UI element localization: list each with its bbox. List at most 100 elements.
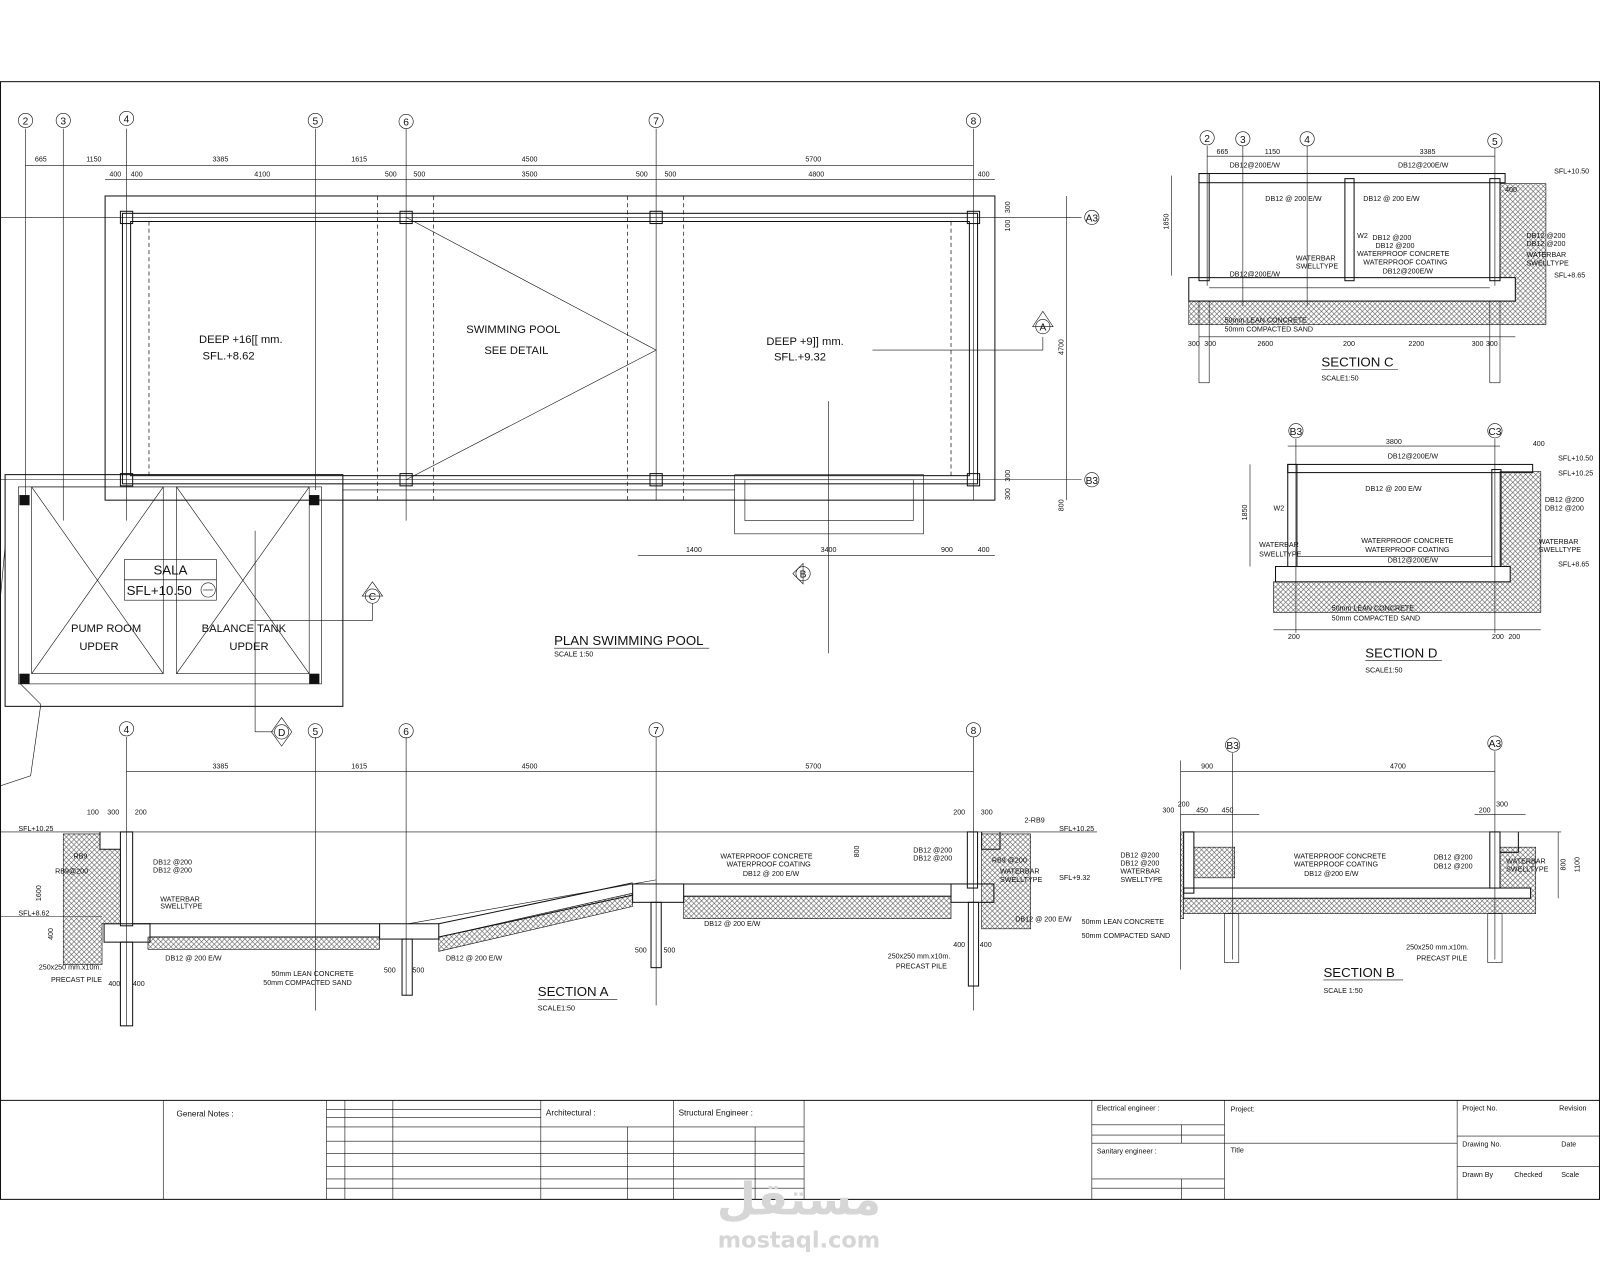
dim-label: 400	[133, 980, 145, 988]
section-marker-a: A	[1032, 310, 1054, 335]
precast-pile-label: PRECAST PILE	[51, 976, 102, 984]
dim-label: 665	[1217, 148, 1229, 156]
waterbar-label: WATERBAR	[160, 895, 200, 903]
dim-label: 300	[1496, 800, 1508, 808]
grid-bubble-label: 6	[403, 118, 409, 129]
grid-bubble-label: 8	[971, 117, 977, 128]
dim-label: 500	[663, 946, 675, 954]
pile-size-label: 250x250 mm.x10m.	[888, 952, 951, 960]
deep-left-label: DEEP +16[[ mm.	[199, 334, 283, 346]
plan-scale: SCALE 1:50	[554, 650, 593, 658]
dim-label: 4700	[1390, 763, 1406, 771]
dim-label: 1850	[1162, 214, 1170, 230]
dim-label: 1400	[686, 546, 702, 554]
waterproof-coating-label: WATERPROOF COATING	[1363, 258, 1448, 266]
rebar-label: DB12 @ 200 E/W	[165, 955, 222, 963]
waterproof-concrete-label: WATERPROOF CONCRETE	[1361, 537, 1453, 545]
rebar-label: DB12@200E/W	[1230, 271, 1281, 279]
section-a-scale: SCALE1:50	[538, 1005, 575, 1013]
grid-bubble-label: 7	[653, 117, 659, 128]
swelltype-label: SWELLTYPE	[1000, 876, 1042, 884]
wall-left	[119, 831, 134, 927]
grid-bubble-label: 5	[312, 117, 318, 128]
waterproof-coating-label: WATERPROOF COATING	[1294, 861, 1379, 869]
sfl-label: SFL+10.25	[1558, 470, 1593, 478]
sanitary-engineer-label: Sanitary engineer :	[1097, 1147, 1157, 1155]
dim-label: 200	[1492, 633, 1504, 641]
rebar-label: RB9	[73, 852, 87, 860]
rebar-label: DB12 @200	[153, 867, 192, 875]
dim-label: 300	[1004, 470, 1012, 482]
dim-label: 1615	[351, 763, 367, 771]
swelltype-label: SWELLTYPE	[1259, 550, 1301, 558]
lean-concrete-label: 50mm LEAN CONCRETE	[1332, 604, 1415, 612]
dim-label: 3800	[1386, 438, 1402, 446]
watermark-logo: مستقل	[717, 1173, 881, 1226]
deep-right-label: DEEP +9]] mm.	[766, 336, 843, 348]
dim-label: 1850	[1241, 504, 1249, 520]
grid-bubble-label: A3	[1086, 213, 1099, 224]
rebar-label: RB9 @200	[992, 857, 1027, 865]
date-label: Date	[1561, 1140, 1576, 1148]
sfl-label: SFL+8.65	[1554, 272, 1585, 280]
top-slab	[1198, 173, 1506, 184]
grid-bubble-label: B3	[1226, 741, 1239, 752]
sfl-label: SFL+10.25	[18, 825, 53, 833]
rebar-label: DB12 @200	[153, 859, 192, 867]
dim-label: 200	[1343, 340, 1355, 348]
dim-label: 400	[108, 980, 120, 988]
compacted-sand-label: 50mm COMPACTED SAND	[263, 979, 352, 987]
dim-label: 665	[35, 155, 47, 163]
drawn-by-label: Drawn By	[1462, 1171, 1493, 1179]
slope-indicator	[405, 217, 657, 481]
see-detail-label: SEE DETAIL	[484, 345, 548, 357]
wall-tag-label: W2	[1357, 232, 1368, 240]
compacted-sand-label: 50mm COMPACTED SAND	[1332, 615, 1421, 623]
dim-label: 2200	[1408, 340, 1424, 348]
dim-label: 4500	[522, 763, 538, 771]
rebar-label: DB12 @200	[1545, 496, 1584, 504]
rebar-label: DB12@200E/W	[1398, 161, 1449, 169]
section-marker-d: D	[254, 530, 293, 747]
electrical-engineer-label: Electrical engineer :	[1097, 1105, 1160, 1113]
swelltype-label: SWELLTYPE	[1120, 876, 1162, 884]
section-d-title: SECTION D	[1365, 645, 1437, 660]
dim-label: 200	[1288, 633, 1300, 641]
section-b: B3 A3 900 4700 300 200 450 450 200 300 D…	[1120, 735, 1582, 995]
rebar-label: DB12 @ 200 E/W	[1365, 485, 1422, 493]
rebar-label: DB12 @200	[1527, 240, 1566, 248]
section-marker-b: B	[792, 562, 811, 585]
grid-bubble-label: B3	[1290, 427, 1303, 438]
waterbar-label: WATERBAR	[1539, 538, 1579, 546]
plan-columns	[119, 210, 981, 487]
overflow-channel	[734, 474, 924, 535]
sfl-right-label: SFL.+9.32	[774, 351, 826, 363]
dim-label: 200	[135, 809, 147, 817]
waterbar-label: WATERBAR	[1000, 868, 1040, 876]
swelltype-label: SWELLTYPE	[1539, 546, 1581, 554]
pool-outer-wall	[104, 195, 996, 501]
rebar-label: DB12 @200	[1120, 851, 1159, 859]
wall-right	[966, 831, 979, 889]
lean-concrete-label: 50mm LEAN CONCRETE	[1224, 317, 1307, 325]
dim-label: 800	[1057, 499, 1065, 511]
dim-label: 300	[1486, 340, 1498, 348]
pool-wall-outer-line	[121, 212, 979, 485]
rebar-label: DB12 @200	[1545, 504, 1584, 512]
dim-label: 500	[413, 171, 425, 179]
precast-pile-label: PRECAST PILE	[896, 963, 947, 971]
compacted-sand-label: 50mm COMPACTED SAND	[1082, 932, 1171, 940]
section-marker-label: B	[800, 570, 807, 581]
grid-bubble-label: C3	[1488, 427, 1501, 438]
dim-label: 1150	[86, 155, 101, 163]
waterproof-concrete-label: WATERPROOF CONCRETE	[720, 852, 812, 860]
sfl-label: SFL+8.65	[1558, 561, 1589, 569]
wall-tag-label: W2	[1273, 504, 1284, 512]
dim-label: 3385	[1420, 148, 1436, 156]
sfl-label: SFL+9.32	[1059, 874, 1090, 882]
dim-label: 1600	[35, 885, 43, 901]
drawing-no-label: Drawing No.	[1462, 1140, 1501, 1148]
section-d-scale: SCALE1:50	[1365, 667, 1402, 675]
rebar-label: DB12 @ 200 E/W	[743, 870, 800, 878]
